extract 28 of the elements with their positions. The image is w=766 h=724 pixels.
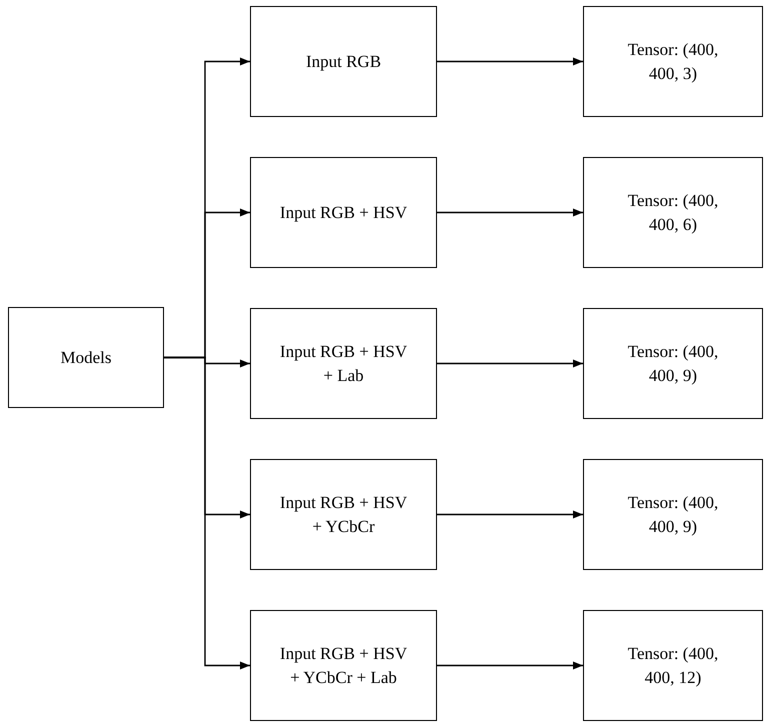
arrow	[437, 510, 583, 518]
box-label: Tensor: (400, 400, 12)	[626, 642, 720, 688]
arrow	[437, 58, 583, 66]
process-box	[250, 6, 437, 117]
process-box	[583, 308, 763, 419]
process-box	[583, 157, 763, 268]
arrow	[437, 208, 583, 216]
process-box	[583, 6, 763, 117]
box-label: Tensor: (400, 400, 9)	[626, 492, 720, 538]
box-label: Input RGB + HSV + YCbCr + Lab	[280, 642, 408, 688]
process-box	[250, 459, 437, 570]
box-label: Tensor: (400, 400, 3)	[626, 38, 720, 84]
process-box	[583, 459, 763, 570]
process-box	[250, 610, 437, 721]
box-label: Input RGB	[304, 50, 382, 73]
box-label: Tensor: (400, 400, 9)	[626, 340, 720, 386]
process-box	[583, 610, 763, 721]
box-label: Input RGB + HSV + YCbCr	[280, 492, 408, 538]
arrow	[437, 360, 583, 368]
box-label: Models	[60, 346, 112, 368]
box-label: Tensor: (400, 400, 6)	[626, 190, 720, 236]
process-box	[250, 308, 437, 419]
box-label: Input RGB + HSV + Lab	[280, 340, 408, 386]
box-label: Input RGB + HSV	[280, 202, 408, 224]
arrow	[164, 356, 250, 670]
process-box	[8, 307, 164, 408]
process-box	[250, 157, 437, 268]
arrow	[437, 662, 583, 670]
